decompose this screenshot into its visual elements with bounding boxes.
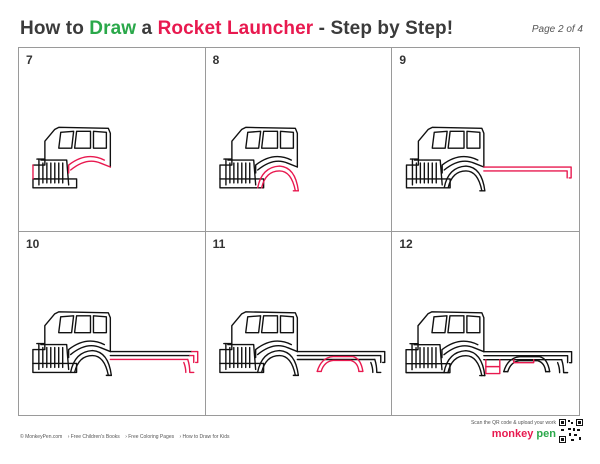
step-cell-8: 8 (205, 48, 393, 232)
truck-drawing-step-7 (32, 126, 112, 189)
page-number-label: Page 2 of 4 (531, 24, 583, 35)
brand-logo-part-2: pen (533, 428, 556, 440)
footer-link-coloring[interactable]: › Free Coloring Pages (125, 434, 175, 440)
qr-code-icon[interactable] (559, 419, 583, 443)
step-number: 9 (399, 53, 407, 67)
step-cell-12: 12 (392, 232, 579, 416)
truck-drawing-step-12 (405, 310, 573, 376)
step-number: 7 (26, 53, 33, 67)
brand-logo-part-1: monkey (491, 428, 534, 440)
footer-link-books[interactable]: › Free Children's Books (67, 434, 120, 440)
step-cell-7: 7 (19, 48, 206, 232)
step-cell-10: 10 (19, 231, 206, 415)
truck-drawing-step-9 (406, 126, 573, 192)
steps-grid: 7 8 (18, 47, 580, 416)
footer-links: © MonkeyPen.com › Free Children's Books … (20, 434, 234, 440)
truck-drawing-step-8 (218, 126, 299, 192)
step-number: 8 (212, 53, 220, 67)
title-part-subject: Rocket Launcher (157, 18, 314, 39)
step-number: 12 (399, 236, 413, 251)
step-number: 10 (26, 236, 40, 251)
truck-drawing-step-10 (32, 310, 199, 376)
scan-note: Scan the QR code & upload your work (470, 420, 556, 426)
page-title: How to Draw a Rocket Launcher - Step by … (20, 18, 453, 40)
footer-link-home[interactable]: © MonkeyPen.com (20, 434, 63, 440)
title-part-draw: Draw (89, 18, 137, 39)
title-part-1: How to (20, 18, 90, 39)
footer-link-drawing[interactable]: › How to Draw for Kids (179, 434, 230, 440)
step-cell-11: 11 (206, 231, 393, 415)
title-part-5: - Step by Step! (313, 18, 454, 39)
step-number: 11 (212, 236, 226, 251)
step-cell-9: 9 (392, 48, 579, 232)
truck-drawing-step-11 (218, 310, 386, 376)
brand-logo: monkey pen (492, 428, 556, 440)
title-part-3: a (136, 18, 158, 39)
